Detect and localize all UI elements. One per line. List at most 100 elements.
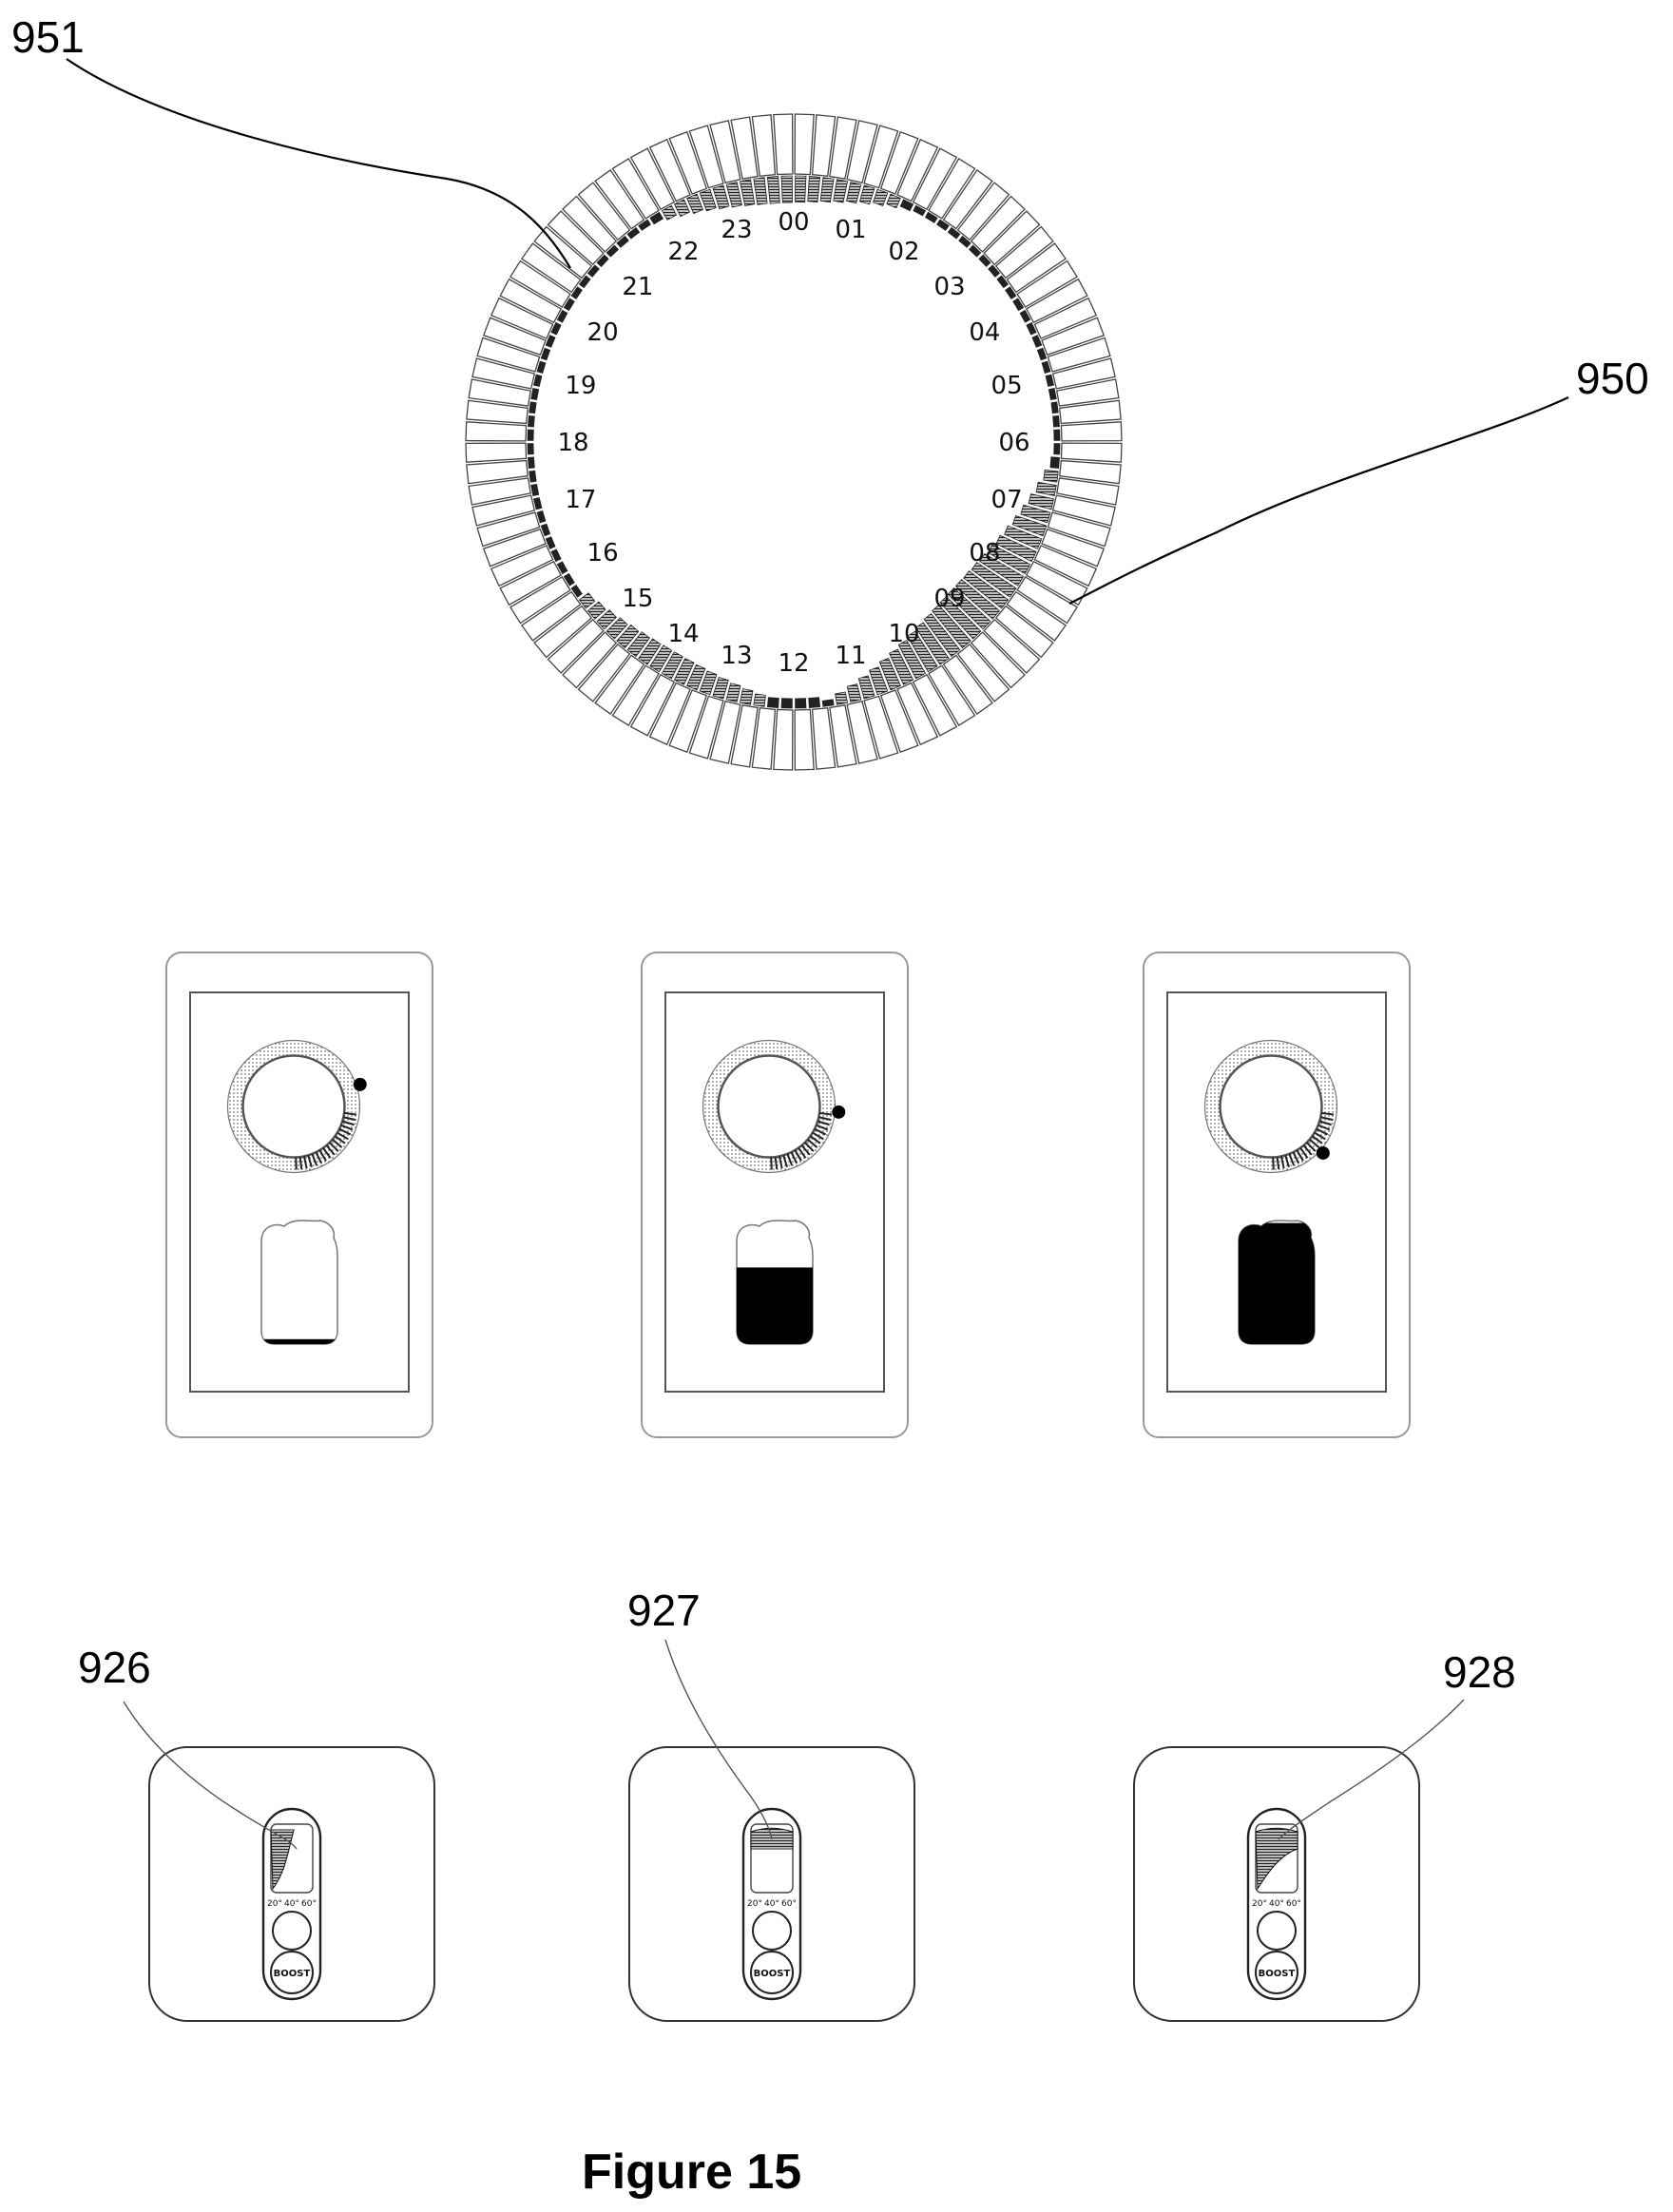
hour-label: 22	[667, 238, 699, 266]
mini-dial-face	[1221, 1056, 1322, 1158]
heat-bar	[767, 698, 779, 708]
inner-heat-profile-ring	[528, 176, 1060, 708]
hour-label: 21	[622, 273, 653, 301]
mini-dial-indicator	[832, 1106, 845, 1119]
ref-label-950: 950	[1576, 354, 1649, 403]
hour-label: 05	[991, 372, 1023, 400]
heat-bar	[1054, 430, 1060, 440]
heat-bar	[740, 180, 754, 206]
boost-label: BOOST	[1259, 1969, 1296, 1979]
ref-label-926: 926	[78, 1643, 151, 1692]
dial-button[interactable]	[273, 1912, 311, 1950]
heat-bar	[528, 415, 534, 427]
dial-button[interactable]	[753, 1912, 791, 1950]
temp-label: 40°	[1269, 1899, 1284, 1909]
boost-label: BOOST	[754, 1969, 791, 1979]
hour-label: 13	[721, 642, 752, 670]
hour-label: 19	[565, 372, 596, 400]
heat-bar	[531, 388, 539, 399]
outer-segment	[774, 114, 793, 175]
heat-bar	[874, 189, 888, 205]
heat-bar	[796, 699, 806, 708]
heat-bar	[740, 689, 753, 705]
hour-label: 07	[991, 486, 1023, 514]
wall-devices: 20°40°60°BOOST20°40°60°BOOST20°40°60°BOO…	[149, 1747, 1419, 2021]
heat-bar	[1048, 388, 1056, 399]
wall-device: 20°40°60°BOOST	[149, 1747, 434, 2021]
ref-951: 951	[11, 12, 570, 268]
heat-bar	[529, 402, 536, 414]
heat-bar	[1053, 415, 1060, 427]
heat-bar	[808, 176, 820, 202]
heat-bar	[533, 498, 541, 510]
outer-segment	[466, 422, 527, 441]
hour-label: 02	[888, 238, 919, 266]
heat-bar	[531, 484, 539, 495]
heat-bar	[834, 180, 848, 202]
ref-label-951: 951	[11, 12, 85, 62]
heat-bar	[537, 511, 546, 523]
heat-bar	[847, 684, 861, 702]
hour-label: 01	[835, 216, 866, 244]
hour-label: 17	[565, 486, 596, 514]
heat-bar	[767, 176, 779, 203]
heat-bar	[796, 176, 806, 202]
heat-bar	[533, 375, 541, 386]
mini-dial	[1205, 1041, 1337, 1173]
heat-bar	[1036, 482, 1056, 495]
hour-labels: 0001020304050607080910111213141516171819…	[557, 208, 1029, 678]
heat-bar	[528, 457, 534, 469]
hour-label: 04	[969, 318, 1000, 347]
temp-label: 60°	[1286, 1899, 1301, 1909]
tank-outline	[261, 1221, 337, 1344]
temp-label: 20°	[1252, 1899, 1267, 1909]
ref-label-927: 927	[627, 1586, 701, 1635]
heat-bar	[537, 361, 546, 373]
dial-button[interactable]	[1258, 1912, 1296, 1950]
hour-label: 23	[721, 216, 752, 244]
heat-bar	[1029, 494, 1053, 510]
tank-level	[1237, 1221, 1317, 1346]
heat-bar	[529, 471, 536, 482]
mini-dial-face	[719, 1056, 820, 1158]
ref-label-928: 928	[1443, 1647, 1516, 1697]
heat-bar	[528, 444, 533, 454]
heat-bar	[887, 194, 900, 208]
hour-label: 06	[998, 429, 1029, 457]
heat-bar	[1050, 457, 1060, 469]
heat-bar	[1051, 402, 1058, 414]
heat-bar	[781, 176, 792, 202]
heat-bar	[726, 182, 741, 207]
temp-label: 60°	[301, 1899, 317, 1909]
hour-label: 12	[778, 649, 809, 678]
ref-950: 950	[1069, 354, 1649, 604]
phone-screen	[642, 952, 908, 1437]
temp-label: 20°	[267, 1899, 282, 1909]
heat-bar	[822, 700, 834, 706]
mini-dial-bar	[1273, 1157, 1274, 1169]
hour-label: 10	[888, 620, 919, 648]
temp-label: 60°	[781, 1899, 797, 1909]
boost-label: BOOST	[274, 1969, 311, 1979]
outer-segment	[795, 114, 814, 175]
hour-label: 14	[667, 620, 699, 648]
schedule-dial: 0001020304050607080910111213141516171819…	[466, 114, 1122, 770]
phone-screen	[1144, 952, 1410, 1437]
heat-bar	[1054, 444, 1060, 454]
heat-bar	[820, 178, 834, 202]
heat-bar	[713, 678, 728, 699]
heat-bar	[754, 694, 766, 706]
hour-label: 15	[622, 585, 653, 613]
tank-level	[735, 1221, 815, 1346]
hour-label: 08	[969, 539, 1000, 567]
mini-dial-face	[243, 1056, 345, 1158]
temp-label: 20°	[747, 1899, 762, 1909]
hour-label: 09	[934, 585, 966, 613]
temp-label: 40°	[764, 1899, 779, 1909]
hour-label: 00	[778, 208, 809, 237]
mini-dial-indicator	[1317, 1146, 1330, 1160]
mini-dial-bar	[771, 1157, 772, 1169]
hour-label: 18	[557, 429, 588, 457]
outer-segment	[1061, 422, 1122, 441]
